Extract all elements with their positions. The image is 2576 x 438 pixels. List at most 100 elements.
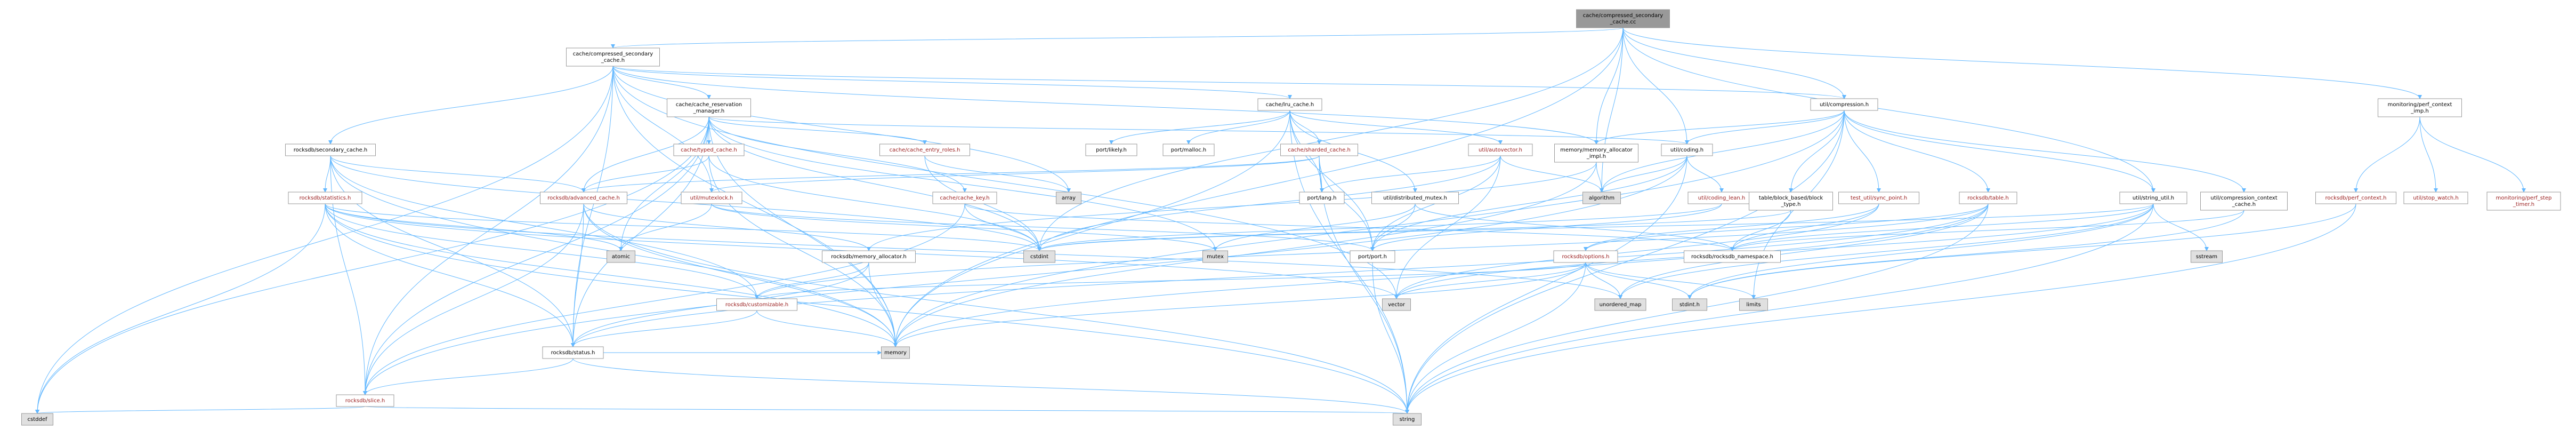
edge-mutexlock-to-atomic [619, 203, 712, 251]
graph-node-csc-h[interactable]: cache/compressed_secondary_cache.h [566, 47, 660, 67]
graph-node-cache-key[interactable]: cache/cache_key.h [932, 192, 997, 204]
edge-crm-h-to-cache-key [708, 116, 967, 193]
graph-node-array[interactable]: array [1056, 192, 1081, 204]
edge-compression-h-to-block-type [1789, 110, 1845, 193]
graph-node-string-util[interactable]: util/string_util.h [2119, 192, 2187, 204]
node-label: util/compression_context [2210, 195, 2277, 201]
edge-typed-cache-to-cstdint [708, 155, 1041, 251]
graph-node-status[interactable]: rocksdb/status.h [542, 346, 604, 359]
graph-node-rdb-options[interactable]: rocksdb/options.h [1553, 250, 1618, 263]
edge-perf-context-to-string [1405, 203, 2356, 414]
graph-node-atomic[interactable]: atomic [607, 250, 635, 263]
graph-node-algorithm[interactable]: algorithm [1582, 192, 1621, 204]
node-label: rocksdb/advanced_cache.h [547, 195, 620, 201]
graph-node-port-lang[interactable]: port/lang.h [1299, 192, 1345, 204]
node-box [607, 250, 635, 263]
graph-node-typed-cache[interactable]: cache/typed_cache.h [673, 144, 745, 156]
edge-compression-h-to-string [1405, 110, 1845, 414]
edge-rdb-statistics-to-cstdint [325, 203, 1041, 251]
graph-node-mem-allocator[interactable]: rocksdb/memory_allocator.h [822, 250, 916, 263]
node-box [1023, 250, 1055, 263]
node-label: string [1400, 417, 1415, 423]
edge-typed-cache-to-advanced-cache [582, 155, 709, 193]
graph-node-port-likely[interactable]: port/likely.h [1085, 144, 1137, 156]
node-box [336, 394, 394, 407]
edge-autovector-to-algorithm [1500, 155, 1604, 193]
graph-node-lru-h[interactable]: cache/lru_cache.h [1257, 98, 1322, 111]
node-box [932, 192, 997, 204]
node-box [1576, 9, 1670, 28]
graph-node-stdint[interactable]: stdint.h [1672, 298, 1707, 311]
edge-root-to-mem-alloc-impl [1594, 27, 1624, 145]
edge-crm-h-to-mutex [708, 116, 1217, 251]
edge-entry-roles-to-array [924, 155, 1071, 193]
node-label: unordered_map [1600, 302, 1642, 308]
node-label: rocksdb/memory_allocator.h [831, 254, 907, 260]
node-box [1661, 144, 1713, 156]
graph-node-rdb-table[interactable]: rocksdb/table.h [1959, 192, 2017, 204]
graph-node-mon-perf-ctx[interactable]: monitoring/perf_context_imp.h [2378, 98, 2462, 117]
graph-node-limits[interactable]: limits [1739, 298, 1768, 311]
graph-node-crm-h[interactable]: cache/cache_reservation_manager.h [667, 98, 751, 117]
node-label: _cache.h [2232, 202, 2256, 208]
edge-coding-h-to-algorithm [1600, 155, 1687, 193]
edge-rdb-secondary-to-rdb-statistics [323, 155, 331, 193]
edge-root-to-csc-h [611, 27, 1624, 49]
edge-sharded-cache-to-mutexlock [709, 155, 1320, 193]
edge-mon-perf-ctx-to-perf-context [2354, 116, 2420, 193]
graph-node-advanced-cache[interactable]: rocksdb/advanced_cache.h [540, 192, 627, 204]
graph-node-port-malloc[interactable]: port/malloc.h [1162, 144, 1215, 156]
graph-node-sync-point[interactable]: test_util/sync_point.h [1838, 192, 1919, 204]
node-label: util/coding_lean.h [1698, 195, 1746, 201]
graph-node-root[interactable]: cache/compressed_secondary_cache.cc [1576, 9, 1670, 28]
graph-node-sstream[interactable]: sstream [2191, 250, 2223, 263]
graph-node-memory[interactable]: memory [881, 346, 910, 359]
node-label: _type.h [1781, 202, 1801, 208]
edge-lru-h-to-autovector [1289, 110, 1503, 145]
node-box [1749, 192, 1833, 211]
graph-node-coding-lean[interactable]: util/coding_lean.h [1687, 192, 1756, 204]
edge-string-util-to-unordered-map [1618, 203, 2154, 299]
graph-node-port-port[interactable]: port/port.h [1350, 250, 1395, 263]
node-box [1553, 250, 1618, 263]
graph-node-perf-step-timer[interactable]: monitoring/perf_step_timer.h [2486, 192, 2561, 211]
graph-node-customizable[interactable]: rocksdb/customizable.h [716, 298, 797, 311]
graph-node-autovector[interactable]: util/autovector.h [1468, 144, 1533, 156]
node-box [1684, 250, 1781, 263]
graph-node-vector[interactable]: vector [1382, 298, 1411, 311]
graph-node-rdb-statistics[interactable]: rocksdb/statistics.h [288, 192, 362, 204]
node-box [1959, 192, 2017, 204]
graph-node-stop-watch[interactable]: util/stop_watch.h [2403, 192, 2468, 204]
edge-rdb-statistics-to-cstddef [35, 203, 326, 414]
graph-node-coding-h[interactable]: util/coding.h [1661, 144, 1713, 156]
graph-node-unordered-map[interactable]: unordered_map [1594, 298, 1646, 311]
node-label: rocksdb/statistics.h [300, 195, 351, 201]
graph-node-mem-alloc-impl[interactable]: memory/memory_allocator_impl.h [1554, 144, 1638, 163]
node-box [1468, 144, 1533, 156]
node-label: sstream [2196, 254, 2217, 260]
graph-node-block-type[interactable]: table/block_based/block_type.h [1749, 192, 1833, 211]
graph-node-cstdint[interactable]: cstdint [1023, 250, 1055, 263]
node-box [673, 144, 745, 156]
graph-node-entry-roles[interactable]: cache/cache_entry_roles.h [879, 144, 970, 156]
graph-node-mutex[interactable]: mutex [1202, 250, 1228, 263]
graph-node-rdb-secondary[interactable]: rocksdb/secondary_cache.h [285, 144, 376, 156]
graph-node-dist-mutex[interactable]: util/distributed_mutex.h [1371, 192, 1459, 204]
edge-mem-allocator-to-customizable [755, 262, 869, 299]
graph-node-slice[interactable]: rocksdb/slice.h [336, 394, 394, 407]
graph-node-comp-ctx-cache[interactable]: util/compression_context_cache.h [2200, 192, 2288, 211]
graph-node-perf-context[interactable]: rocksdb/perf_context.h [2315, 192, 2396, 204]
edge-cache-key-to-slice [363, 203, 965, 395]
graph-node-compression-h[interactable]: util/compression.h [1810, 98, 1878, 111]
node-box [1056, 192, 1081, 204]
graph-node-cstddef[interactable]: cstddef [21, 413, 53, 426]
edge-sync-point-to-rdb-namespace [1730, 203, 1879, 251]
node-label: test_util/sync_point.h [1851, 195, 1907, 201]
graph-node-string[interactable]: string [1393, 413, 1422, 426]
edge-block-type-to-rdb-namespace [1730, 210, 1791, 251]
graph-node-rdb-namespace[interactable]: rocksdb/rocksdb_namespace.h [1684, 250, 1781, 263]
graph-node-sharded-cache[interactable]: cache/sharded_cache.h [1280, 144, 1358, 156]
graph-node-mutexlock[interactable]: util/mutexlock.h [681, 192, 742, 204]
node-box [1350, 250, 1395, 263]
